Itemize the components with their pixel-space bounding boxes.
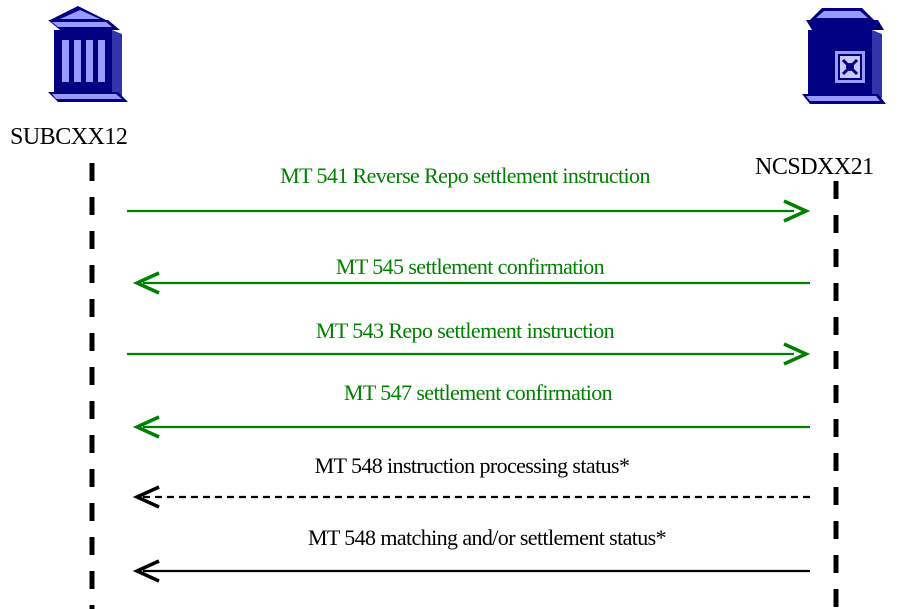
message-arrowhead: [783, 199, 811, 223]
message-label: MT 545 settlement confirmation: [335, 254, 605, 279]
csd-building-icon: [802, 8, 886, 104]
message-arrowhead: [132, 271, 160, 295]
message-arrowhead: [132, 485, 160, 509]
left-party-label: SUBCXX12: [10, 124, 128, 150]
message-label: MT 548 matching and/or settlement status…: [307, 525, 667, 550]
message-label: MT 547 settlement confirmation: [343, 380, 613, 405]
message-label: MT 541 Reverse Repo settlement instructi…: [280, 163, 650, 188]
message-arrows: [127, 199, 811, 583]
message-arrowhead: [132, 559, 160, 583]
message-arrowhead: [132, 415, 160, 439]
message-arrowhead: [783, 342, 811, 366]
right-party-label: NCSDXX21: [755, 154, 874, 180]
message-label: MT 543 Repo settlement instruction: [315, 318, 615, 343]
message-label: MT 548 instruction processing status*: [314, 453, 630, 478]
bank-building-icon: [48, 6, 128, 102]
